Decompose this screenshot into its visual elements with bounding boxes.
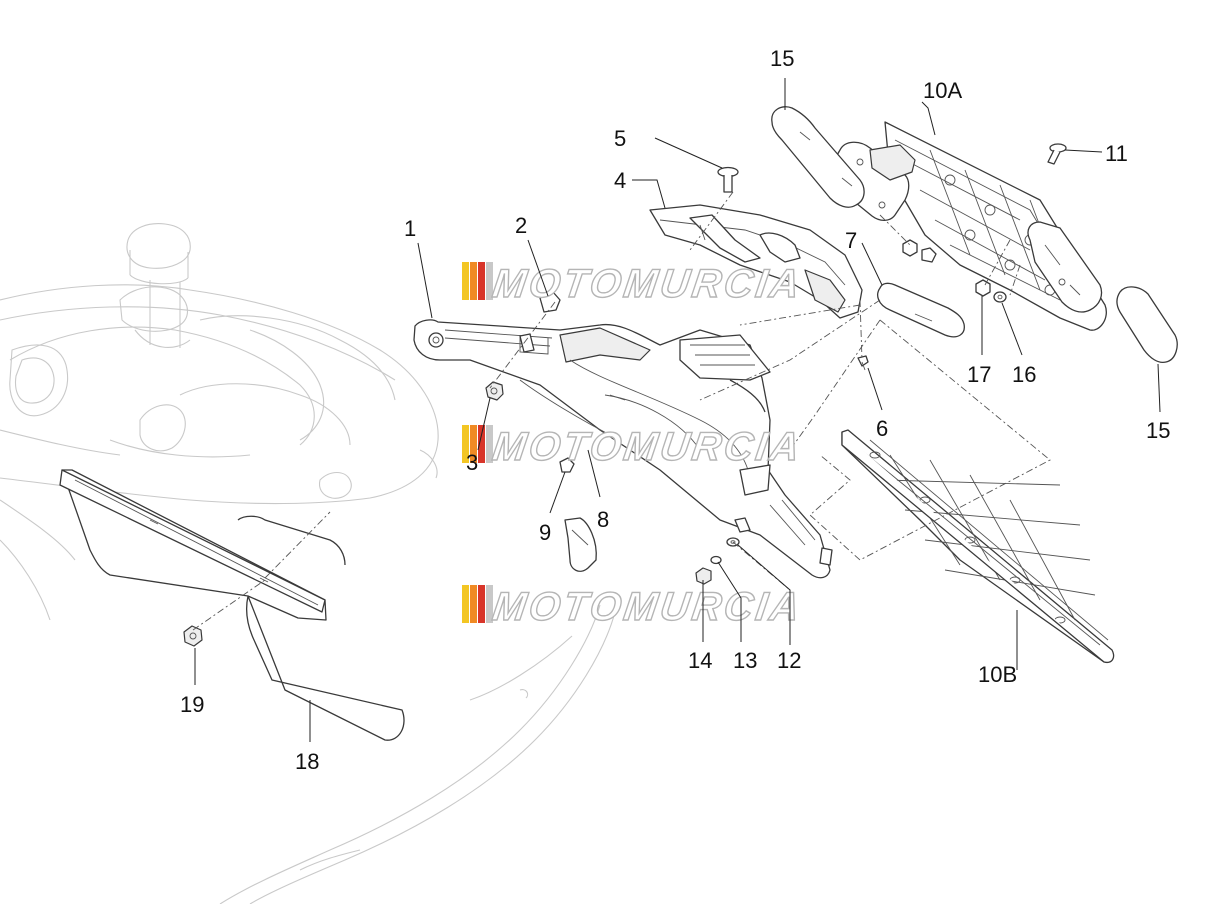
part-17-nut	[902, 239, 991, 297]
callout-15-bottom: 15	[1146, 418, 1170, 443]
callout-2: 2	[515, 213, 527, 238]
watermark-3: MOTOMURCIA	[462, 583, 806, 630]
watermark-stripe	[470, 262, 477, 300]
callout-1: 1	[404, 216, 416, 241]
rear-fender-outline	[219, 604, 616, 904]
callout-3: 3	[466, 450, 478, 475]
part-6-screw	[857, 355, 869, 371]
callout-10b: 10B	[978, 662, 1017, 687]
watermark-text: MOTOMURCIA	[490, 261, 805, 306]
watermark-2: MOTOMURCIA	[462, 423, 806, 470]
watermark-stripe	[486, 585, 493, 623]
callout-17: 17	[967, 362, 991, 387]
watermark-stripe	[470, 425, 477, 463]
part-7-reflector	[877, 282, 965, 338]
callout-18: 18	[295, 749, 319, 774]
callout-16: 16	[1012, 362, 1036, 387]
callout-13: 13	[733, 648, 757, 673]
part-9-clip	[559, 457, 575, 473]
leader-lines	[194, 78, 1161, 742]
callout-11: 11	[1105, 141, 1128, 166]
part-18-plate-panel	[59, 469, 405, 741]
callout-12: 12	[777, 648, 801, 673]
watermark-stripe	[486, 425, 493, 463]
watermark-1: MOTOMURCIA	[462, 260, 806, 307]
watermark-stripe	[478, 585, 485, 623]
watermark-text: MOTOMURCIA	[490, 584, 805, 629]
part-1-8-plate-holder	[413, 319, 833, 579]
part-19-nut	[183, 625, 203, 647]
callout-15-top: 15	[770, 46, 794, 71]
callout-14: 14	[688, 648, 712, 673]
watermark-text: MOTOMURCIA	[490, 424, 805, 469]
part-4-upper-cover	[649, 204, 863, 319]
callout-6: 6	[876, 416, 888, 441]
part-11-screw	[1047, 143, 1067, 165]
part-13-washer	[710, 555, 722, 565]
part-2-grommet	[539, 291, 561, 313]
watermark-stripe	[462, 585, 469, 623]
part-14-nut	[695, 567, 712, 585]
watermark-stripe	[478, 425, 485, 463]
watermark-stripe	[462, 425, 469, 463]
part-15-cap-upper	[771, 106, 865, 208]
side-insert-panel	[1027, 221, 1103, 313]
watermark-stripe	[486, 262, 493, 300]
part-16-washer	[993, 291, 1007, 303]
callout-4: 4	[614, 168, 626, 193]
part-3-nut	[485, 381, 504, 401]
assembly-lines	[192, 191, 1051, 631]
part-15-cap-lower	[1116, 286, 1178, 364]
callout-19: 19	[180, 692, 204, 717]
callout-9: 9	[539, 520, 551, 545]
watermark-stripe	[478, 262, 485, 300]
callout-labels: 1 2 3 4 5 6 7 8 9 10A 10B 11 12 13 14 15…	[180, 46, 1170, 774]
callout-8: 8	[597, 507, 609, 532]
watermark-stripe	[470, 585, 477, 623]
small-bracket	[564, 517, 597, 572]
scooter-body-outline	[0, 223, 439, 621]
watermark-stripe	[462, 262, 469, 300]
callout-7: 7	[845, 228, 857, 253]
callout-10a: 10A	[923, 78, 962, 103]
part-10b-license-plate	[841, 429, 1115, 664]
callout-5: 5	[614, 126, 626, 151]
part-5-bolt	[717, 166, 739, 193]
